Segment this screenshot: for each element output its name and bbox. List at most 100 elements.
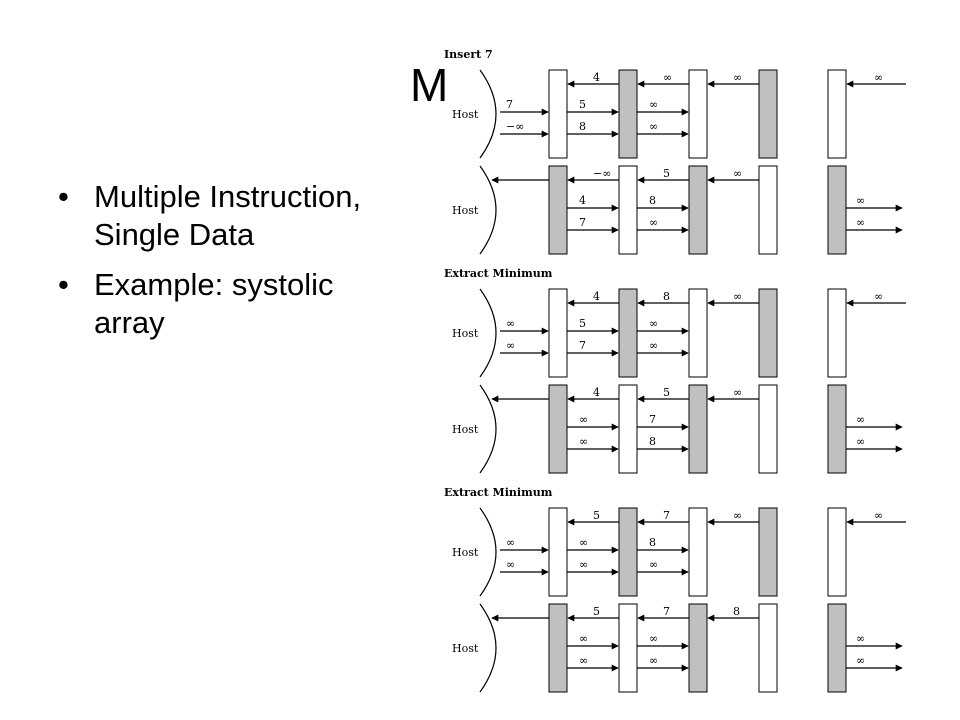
left-arrow-value: 5 — [593, 605, 600, 618]
left-arrow-value: ∞ — [733, 167, 742, 180]
host-label: Host — [452, 423, 479, 436]
right-arrow-value: ∞ — [579, 413, 588, 426]
array-cell — [827, 507, 847, 597]
host-curve — [479, 384, 497, 474]
left-arrow-value: 5 — [663, 167, 670, 180]
right-arrow-value: 5 — [579, 98, 586, 111]
right-arrow-value: 7 — [506, 98, 513, 111]
bullet-list: • Multiple Instruction, Single Data • Ex… — [58, 178, 388, 354]
array-cell — [548, 165, 568, 255]
right-arrow-value: ∞ — [649, 632, 658, 645]
right-arrow-value: ∞ — [856, 632, 865, 645]
array-cell — [758, 69, 778, 159]
right-arrow-value: ∞ — [506, 339, 515, 352]
left-arrow-value: 5 — [593, 509, 600, 522]
array-cell — [827, 69, 847, 159]
left-arrow-value: 4 — [593, 71, 600, 84]
host-curve — [479, 69, 497, 159]
right-arrow-value: ∞ — [856, 435, 865, 448]
section-label: Insert 7 — [444, 48, 493, 61]
left-arrow-value: 7 — [663, 509, 670, 522]
left-arrow-value: 7 — [663, 605, 670, 618]
array-cell — [618, 69, 638, 159]
array-cell — [827, 165, 847, 255]
array-cell — [548, 507, 568, 597]
array-cell — [548, 603, 568, 693]
right-arrow-value: ∞ — [579, 654, 588, 667]
array-cell — [827, 384, 847, 474]
right-arrow-value: ∞ — [856, 413, 865, 426]
array-cell — [758, 165, 778, 255]
array-cell — [618, 603, 638, 693]
array-cell — [618, 288, 638, 378]
right-arrow-value: 7 — [579, 216, 586, 229]
array-cell — [688, 288, 708, 378]
right-arrow-value: ∞ — [579, 558, 588, 571]
right-arrow-value: ∞ — [506, 317, 515, 330]
host-label: Host — [452, 546, 479, 559]
array-cell — [688, 507, 708, 597]
right-arrow-value: 4 — [579, 194, 586, 207]
right-arrow-value: ∞ — [579, 536, 588, 549]
left-arrow-value: −∞ — [593, 167, 611, 180]
right-arrow-value: ∞ — [856, 216, 865, 229]
left-arrow-value: 8 — [663, 290, 670, 303]
host-label: Host — [452, 642, 479, 655]
right-arrow-value: ∞ — [649, 654, 658, 667]
array-cell — [548, 288, 568, 378]
right-arrow-value: 8 — [649, 194, 656, 207]
bullet-marker: • — [58, 267, 69, 302]
array-cell — [688, 603, 708, 693]
left-arrow-value: ∞ — [733, 71, 742, 84]
left-arrow-value: 5 — [663, 386, 670, 399]
left-arrow-value: ∞ — [663, 71, 672, 84]
array-cell — [827, 603, 847, 693]
bullet-text: Multiple Instruction, Single Data — [94, 179, 362, 252]
incoming-value: ∞ — [874, 71, 883, 84]
right-arrow-value: ∞ — [506, 558, 515, 571]
bullet-marker: • — [58, 179, 69, 214]
right-arrow-value: ∞ — [649, 120, 658, 133]
array-cell — [688, 69, 708, 159]
array-cell — [688, 384, 708, 474]
incoming-value: ∞ — [874, 290, 883, 303]
host-curve — [479, 507, 497, 597]
right-arrow-value: 7 — [579, 339, 586, 352]
array-cell — [618, 384, 638, 474]
right-arrow-value: ∞ — [579, 632, 588, 645]
array-cell — [758, 603, 778, 693]
right-arrow-value: ∞ — [856, 654, 865, 667]
array-cell — [827, 288, 847, 378]
right-arrow-value: ∞ — [649, 98, 658, 111]
section-label: Extract Minimum — [444, 267, 553, 280]
array-cell — [618, 165, 638, 255]
host-curve — [479, 603, 497, 693]
host-label: Host — [452, 108, 479, 121]
right-arrow-value: ∞ — [579, 435, 588, 448]
right-arrow-value: 8 — [649, 435, 656, 448]
right-arrow-value: ∞ — [649, 339, 658, 352]
host-label: Host — [452, 204, 479, 217]
left-arrow-value: 4 — [593, 386, 600, 399]
host-curve — [479, 288, 497, 378]
host-curve — [479, 165, 497, 255]
bullet-text: Example: systolic array — [94, 267, 334, 340]
right-arrow-value: ∞ — [649, 558, 658, 571]
array-cell — [688, 165, 708, 255]
incoming-value: ∞ — [874, 509, 883, 522]
left-arrow-value: 4 — [593, 290, 600, 303]
left-arrow-value: ∞ — [733, 386, 742, 399]
right-arrow-value: 8 — [649, 536, 656, 549]
right-arrow-value: ∞ — [649, 216, 658, 229]
bullet-item: • Multiple Instruction, Single Data — [58, 178, 388, 254]
array-cell — [758, 288, 778, 378]
left-arrow-value: 8 — [733, 605, 740, 618]
bullet-item: • Example: systolic array — [58, 266, 388, 342]
left-arrow-value: ∞ — [733, 290, 742, 303]
array-cell — [758, 507, 778, 597]
section-label: Extract Minimum — [444, 486, 553, 499]
right-arrow-value: ∞ — [506, 536, 515, 549]
right-arrow-value: −∞ — [506, 120, 524, 133]
array-cell — [548, 69, 568, 159]
